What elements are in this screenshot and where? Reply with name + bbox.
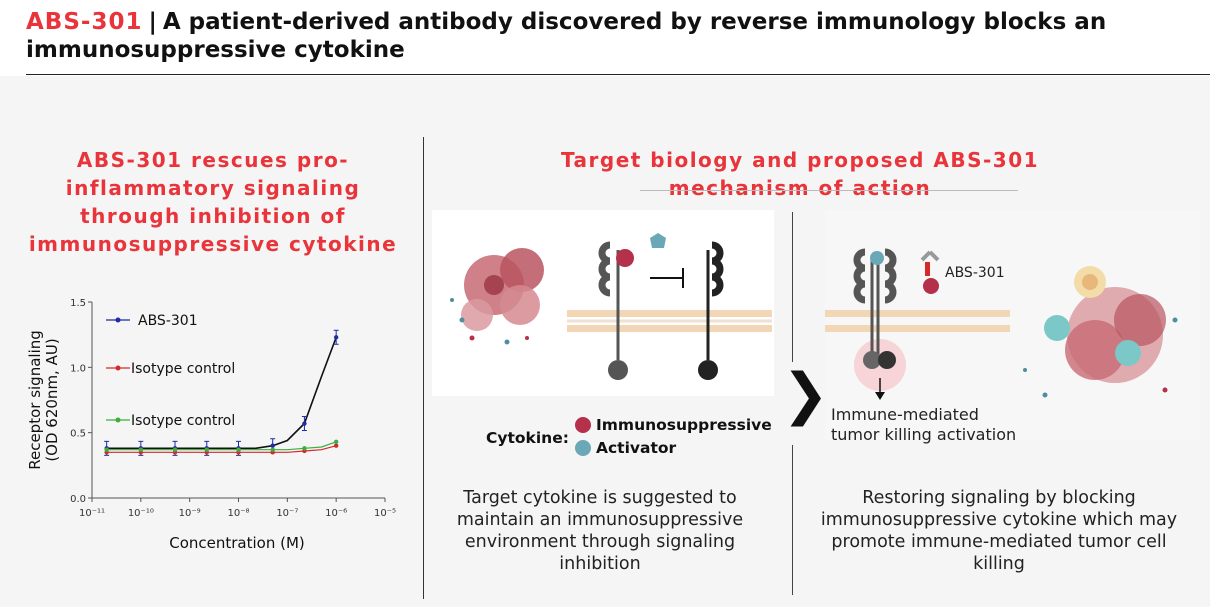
x-axis-label: Concentration (M): [169, 534, 305, 552]
x-tick-label: 10⁻¹¹: [79, 508, 105, 519]
y-tick-label: 0.5: [70, 429, 86, 440]
left-heading: ABS-301 rescues pro-inflammatory signali…: [28, 148, 398, 256]
cytokine-legend-label: Cytokine:: [486, 429, 569, 447]
receptor-inhibited-icon: [598, 241, 634, 380]
legend-marker-0: [115, 317, 121, 323]
series-line-1: [106, 445, 337, 453]
x-tick-label: 10⁻⁵: [374, 508, 396, 519]
right-heading: Target biology and proposed ABS-301 mech…: [560, 148, 1040, 200]
legend-label-0: ABS-301: [138, 313, 198, 329]
outcome-label: Immune-mediated tumor killing activation: [831, 405, 1017, 444]
abs301-mechanism-illustration: [825, 210, 1200, 440]
immunosuppressive-cytokine-icon: [575, 417, 591, 433]
activator-cytokine-icon: [575, 440, 591, 456]
cytokine-legend: Cytokine: Immunosuppressive Activator: [484, 413, 784, 463]
title-text: A patient-derived antibody discovered by…: [26, 9, 1107, 63]
right-caption: Restoring signaling by blocking immunosu…: [820, 488, 1178, 574]
data-point: [270, 447, 275, 452]
cell-membrane: [567, 310, 772, 332]
legend-marker-2: [115, 417, 121, 423]
chevron-right-icon: ❯: [782, 362, 829, 427]
y-tick-label: 1.0: [70, 363, 86, 374]
dose-response-chart: 0.0 0.5 1.0 1.5 10⁻¹¹ 10⁻¹⁰ 10⁻⁹ 10⁻⁸ 10⁻⁷ 10⁻⁶ 10…: [26, 298, 396, 552]
legend-item-activator: Activator: [596, 439, 677, 457]
x-tick-label: 10⁻¹⁰: [128, 508, 154, 519]
x-tick-label: 10⁻⁹: [179, 508, 201, 519]
data-point: [236, 447, 241, 452]
data-point: [302, 446, 307, 451]
header-rule: [26, 74, 1210, 75]
legend-item-immunosuppressive: Immunosuppressive: [596, 416, 772, 434]
right-heading-rule: [640, 190, 1018, 191]
data-point: [333, 443, 339, 448]
legend-label-1: Isotype control: [131, 361, 235, 377]
data-point: [333, 439, 339, 445]
column-divider: [423, 137, 424, 599]
data-point: [104, 447, 109, 452]
antibody-icon: [920, 250, 940, 294]
y-axis-label: Receptor signaling(OD 620nm, AU): [26, 330, 61, 470]
series-line-2: [106, 441, 337, 451]
x-tick-label: 10⁻⁸: [227, 508, 249, 519]
antibody-label: ABS-301: [945, 265, 1005, 281]
legend-marker-1: [115, 365, 121, 371]
y-tick-label: 0.0: [70, 494, 86, 505]
inhibition-symbol: [650, 233, 684, 288]
active-receptor-icon: [853, 248, 897, 400]
series-line-0: [106, 337, 337, 450]
cell-membrane: [825, 310, 1010, 332]
data-point: [172, 447, 178, 452]
baseline-mechanism-illustration: [432, 210, 774, 396]
left-caption: Target cytokine is suggested to maintain…: [456, 488, 744, 574]
x-tick-label: 10⁻⁷: [276, 508, 298, 519]
title-prefix: ABS-301: [26, 9, 143, 35]
panel-divider: [792, 212, 793, 362]
x-tick-label: 10⁻⁶: [325, 508, 347, 519]
data-point: [204, 447, 209, 452]
receptor-icon: [698, 241, 724, 380]
tumor-immune-cluster-icon: [1023, 266, 1178, 398]
slide-header: ABS-301|A patient-derived antibody disco…: [0, 0, 1210, 76]
data-point: [333, 335, 339, 340]
slide-title: ABS-301|A patient-derived antibody disco…: [26, 8, 1186, 64]
y-tick-label: 1.5: [70, 298, 86, 309]
data-point: [270, 443, 275, 448]
chart-marks: [104, 329, 339, 456]
data-point: [138, 447, 144, 452]
title-separator: |: [148, 9, 157, 35]
tumor-cluster-icon: [450, 248, 544, 345]
data-point: [302, 421, 307, 426]
legend-label-2: Isotype control: [131, 413, 235, 429]
panel-divider-lower: [792, 445, 793, 595]
chart-axes: 0.0 0.5 1.0 1.5 10⁻¹¹ 10⁻¹⁰ 10⁻⁹ 10⁻⁸ 10⁻⁷ 10⁻⁶ 10…: [70, 298, 396, 519]
